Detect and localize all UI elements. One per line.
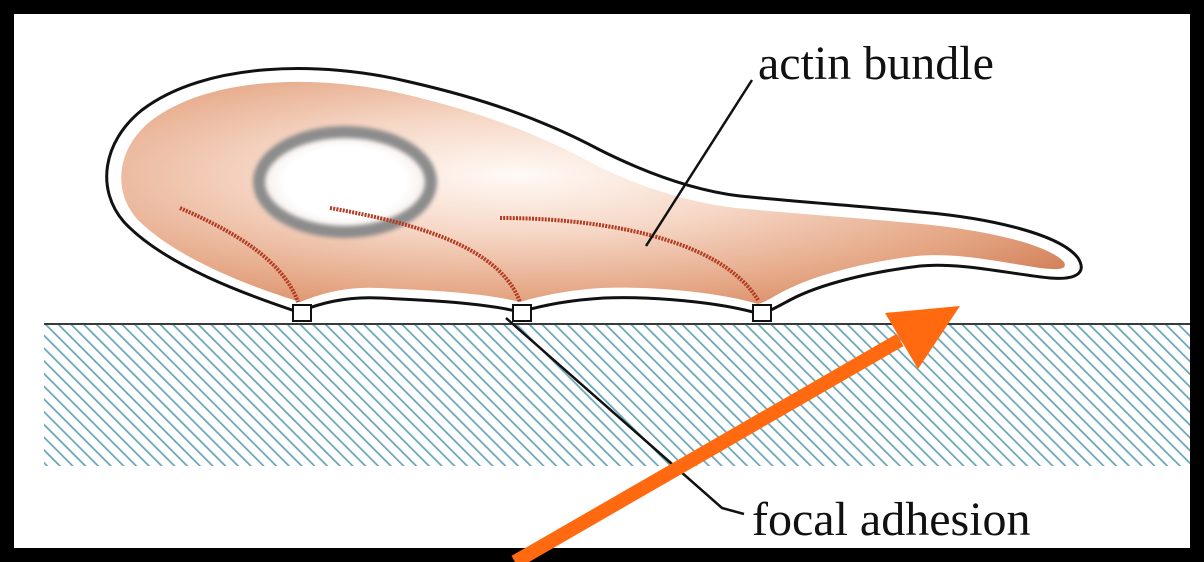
focal-adhesion: [293, 305, 311, 321]
substrate: [44, 324, 1190, 466]
focal-adhesion: [513, 305, 531, 321]
focal-adhesion: [753, 305, 771, 321]
focal-adhesion-label: focal adhesion: [752, 496, 1031, 544]
actin-bundle-label: actin bundle: [758, 40, 994, 88]
